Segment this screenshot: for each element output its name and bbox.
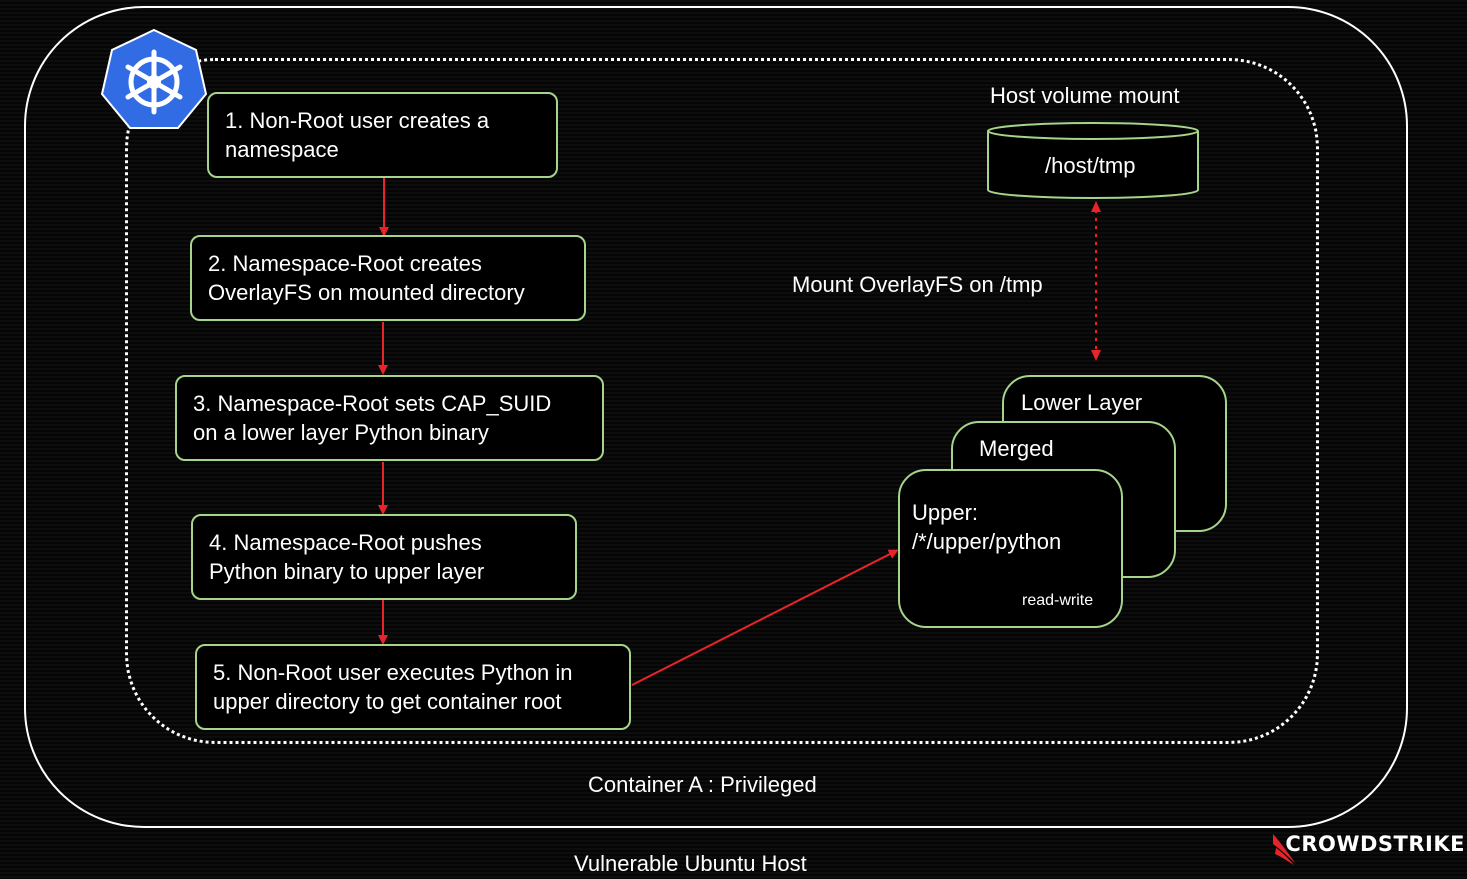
host-volume-title: Host volume mount [990,83,1180,108]
step-2-box: 2. Namespace-Root creates OverlayFS on m… [190,235,586,321]
crowdstrike-wordmark: CROWDSTRIKE [1285,832,1465,856]
upper-layer-path: /*/upper/python [912,529,1062,554]
upper-layer-box: Upper: /*/upper/python read-write [898,469,1123,628]
host-volume-path: /host/tmp [1045,153,1136,178]
container-boundary [125,58,1319,744]
upper-layer-mode: read-write [1022,592,1094,609]
host-label: Vulnerable Ubuntu Host [574,851,807,876]
lower-layer-label: Lower Layer [1021,390,1143,415]
step-5-box: 5. Non-Root user executes Python in uppe… [195,644,631,730]
mount-overlayfs-label: Mount OverlayFS on /tmp [792,272,1043,297]
step-1-box: 1. Non-Root user creates a namespace [207,92,558,178]
crowdstrike-falcon-icon [1273,834,1296,865]
upper-layer-title: Upper: [912,500,979,525]
kubernetes-logo-icon [100,28,208,129]
container-label: Container A : Privileged [588,772,817,797]
step-3-box: 3. Namespace-Root sets CAP_SUID on a low… [175,375,604,461]
arrow-step5-upper [631,549,899,686]
step-4-box: 4. Namespace-Root pushes Python binary t… [191,514,577,600]
host-boundary [24,6,1408,828]
host-volume-cylinder [987,122,1199,199]
merged-layer-label: Merged [979,436,1054,461]
